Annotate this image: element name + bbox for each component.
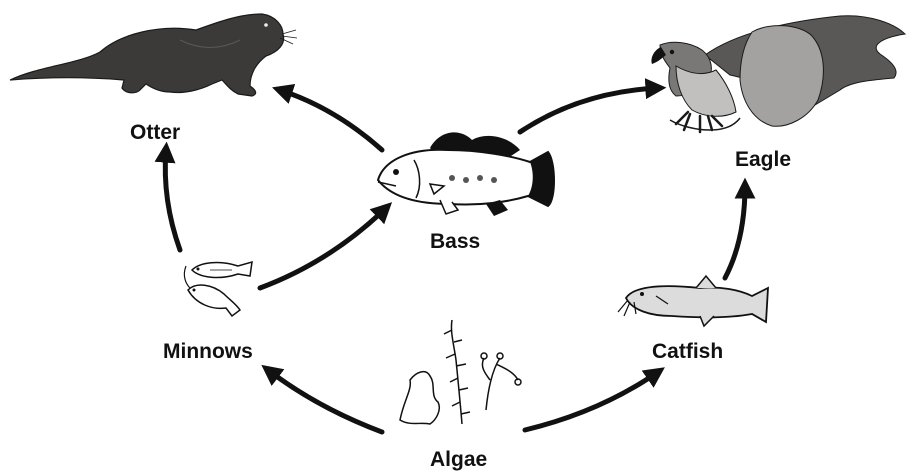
algae-label: Algae [430,448,487,471]
arrow-bass-to-eagle [520,88,658,132]
bass-label: Bass [430,230,480,253]
catfish-label: Catfish [652,340,723,363]
minnows-icon [184,262,252,316]
otter-label: Otter [130,121,180,144]
eagle-icon [651,16,905,132]
arrow-minnows-to-otter [165,150,180,250]
arrow-minnows-to-bass [260,208,386,288]
catfish-icon [618,276,768,326]
minnows-label: Minnows [163,340,253,363]
arrow-bass-to-otter [280,90,382,150]
arrow-algae-to-catfish [525,372,658,430]
algae-icon [400,320,521,424]
otter-icon [10,14,297,96]
eagle-label: Eagle [735,148,791,171]
arrow-algae-to-minnows [268,370,382,432]
bass-icon [378,132,554,216]
arrow-catfish-to-eagle [725,186,745,278]
